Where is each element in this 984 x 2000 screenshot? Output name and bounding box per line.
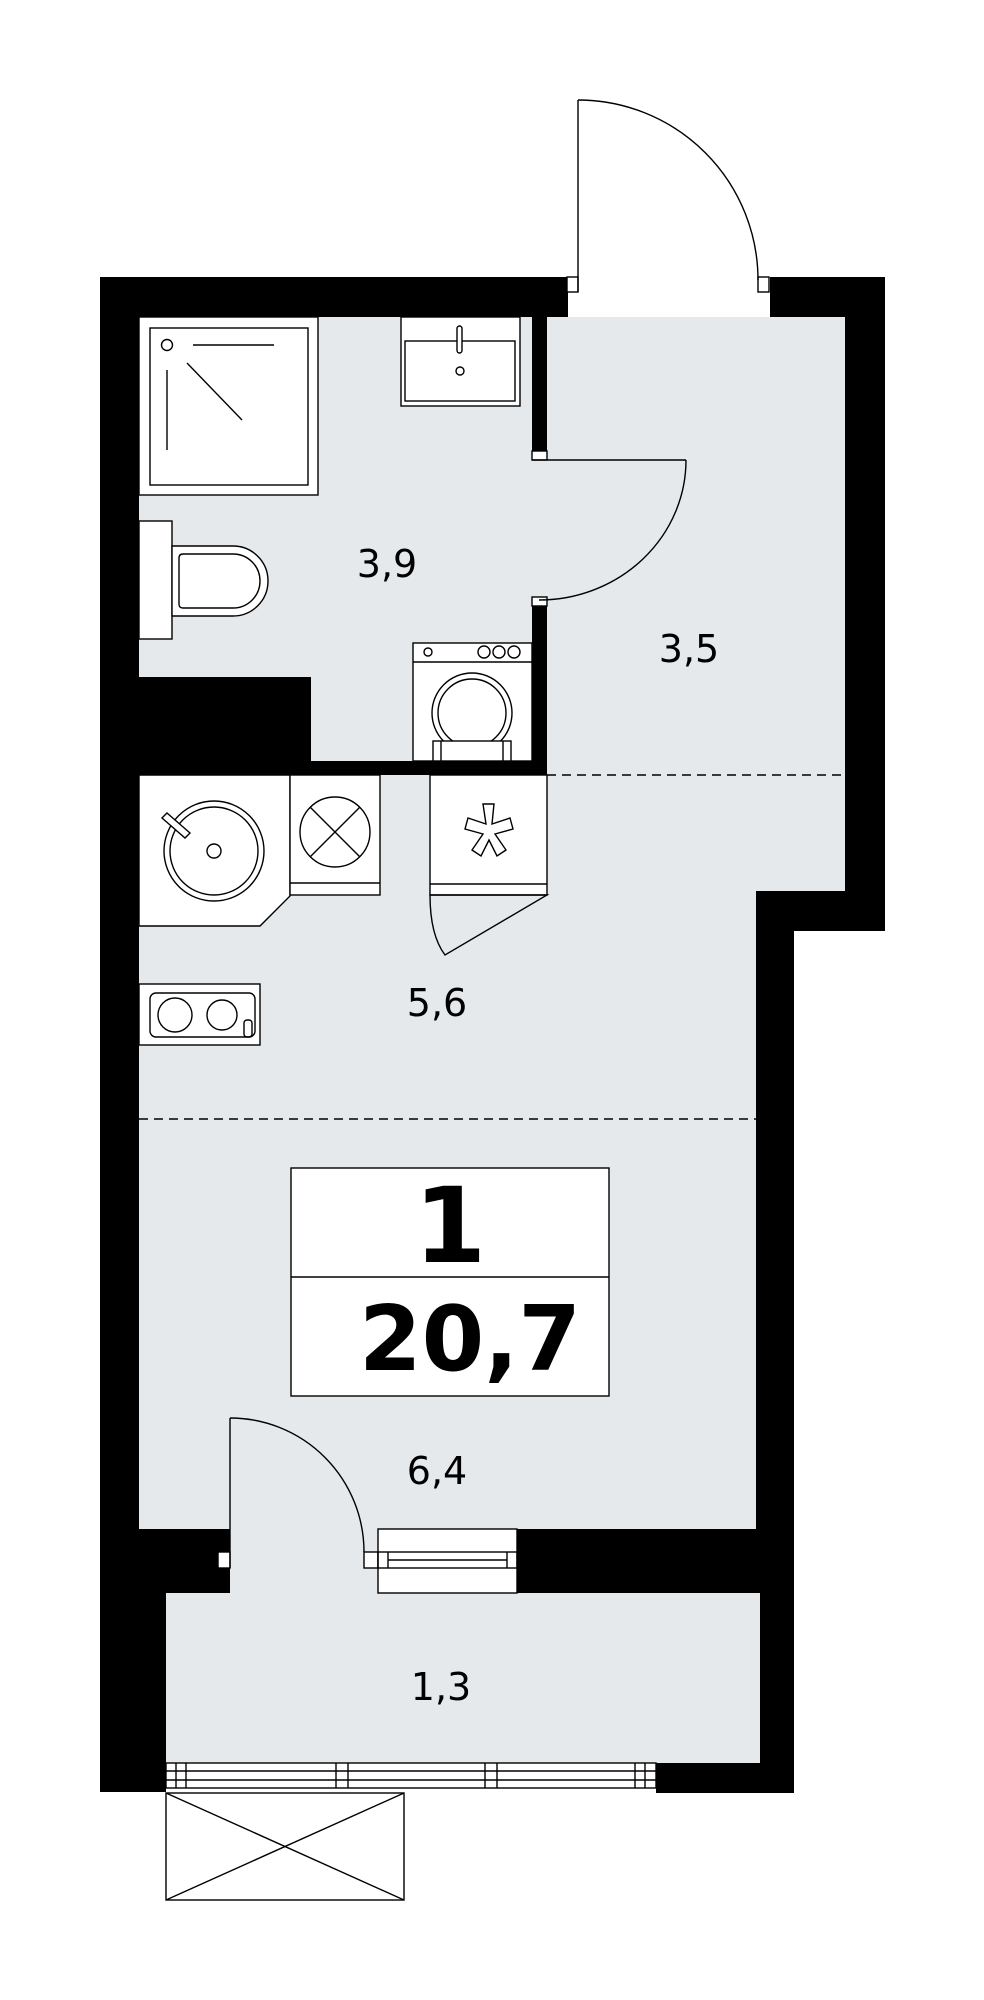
hallway-area-label: 3,5 [659, 627, 719, 671]
rooms-count: 1 [414, 1165, 486, 1287]
wall-bathroom-bottom [139, 761, 547, 775]
shower-cabin-icon [138, 316, 319, 496]
washing-machine-icon [412, 642, 533, 762]
wall-right-upper [845, 277, 885, 931]
wall-openings [532, 460, 547, 597]
bathroom-block [139, 677, 311, 761]
bathroom-door-opening [532, 460, 547, 597]
balcony-window [165, 1762, 657, 1789]
door-threshold-floor [230, 1529, 378, 1593]
wall-bottom-left [139, 1529, 230, 1593]
kitchen-area-label: 5,6 [407, 981, 467, 1025]
living-area-label: 6,4 [407, 1449, 467, 1493]
room-labels: 3,9 3,5 5,6 6,4 1,3 [357, 542, 719, 1709]
total-area: 20,7 [359, 1287, 581, 1392]
wall-balcony-bottom [656, 1763, 794, 1793]
entrance-door [566, 99, 770, 293]
room-window [377, 1528, 518, 1594]
wall-top-left [100, 277, 568, 317]
wall-bottom-right [508, 1529, 794, 1593]
wall-left-main [100, 277, 139, 1592]
stove-icon [289, 774, 381, 896]
cooktop-icon [138, 983, 261, 1046]
balcony-floor [166, 1593, 760, 1763]
balcony-area-label: 1,3 [411, 1665, 471, 1709]
toilet-icon [138, 520, 269, 640]
washbasin-icon [400, 316, 521, 407]
kitchen-sink-icon [138, 774, 291, 927]
bathroom-door [531, 450, 687, 607]
apartment-summary: 1 20,7 [290, 1165, 610, 1397]
wall-right-lower [756, 891, 794, 1593]
fridge-icon [429, 774, 550, 956]
external-void [165, 1792, 405, 1901]
bathroom-area-label: 3,9 [357, 542, 417, 586]
wall-balcony-right [760, 1593, 794, 1793]
summary-box [290, 1167, 610, 1397]
zone-separators [139, 774, 845, 1120]
walls [100, 277, 885, 1793]
